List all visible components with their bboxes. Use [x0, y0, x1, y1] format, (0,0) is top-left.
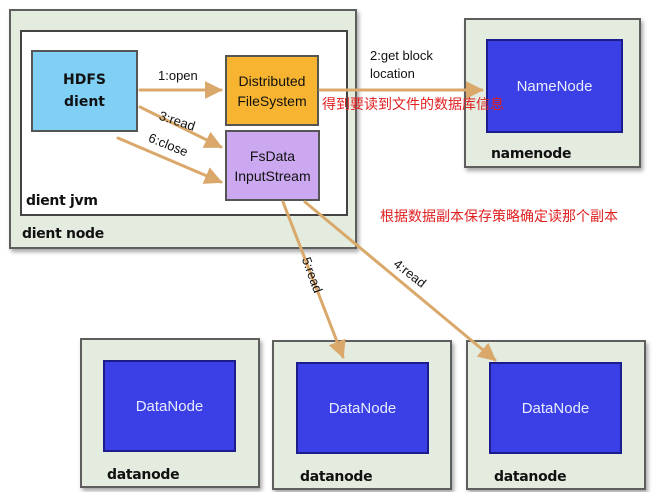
client-jvm-title: dient jvm [26, 193, 98, 209]
replica-note: 根据数据副本保存策略确定读那个副本 [380, 208, 618, 224]
datanode-title-1: datanode [107, 467, 180, 483]
arrow-read3 [138, 105, 223, 149]
datanode-box-1: DataNode [103, 360, 236, 452]
namenode-title: namenode [491, 146, 572, 162]
namenode-box: NameNode [486, 39, 623, 133]
arrow-read5 [281, 200, 346, 359]
datanode-box-3: DataNode [489, 362, 622, 454]
hdfs-client-box: HDFS dient [31, 50, 138, 132]
fsdata-inputstream-box: FsData InputStream [225, 130, 320, 201]
label-get-block: 2:get block location [370, 48, 433, 81]
datanode-title-2: datanode [300, 469, 373, 485]
distributed-filesystem-box: Distributed FileSystem [225, 55, 319, 126]
client-node-title: dient node [22, 226, 104, 242]
label-open: 1:open [158, 68, 198, 83]
datanode-title-3: datanode [494, 469, 567, 485]
arrow-close [116, 136, 223, 184]
datanode-box-2: DataNode [296, 362, 429, 454]
arrow-read4 [303, 200, 497, 362]
namenode-note: 得到要读到文件的数据库信息 [322, 96, 504, 112]
